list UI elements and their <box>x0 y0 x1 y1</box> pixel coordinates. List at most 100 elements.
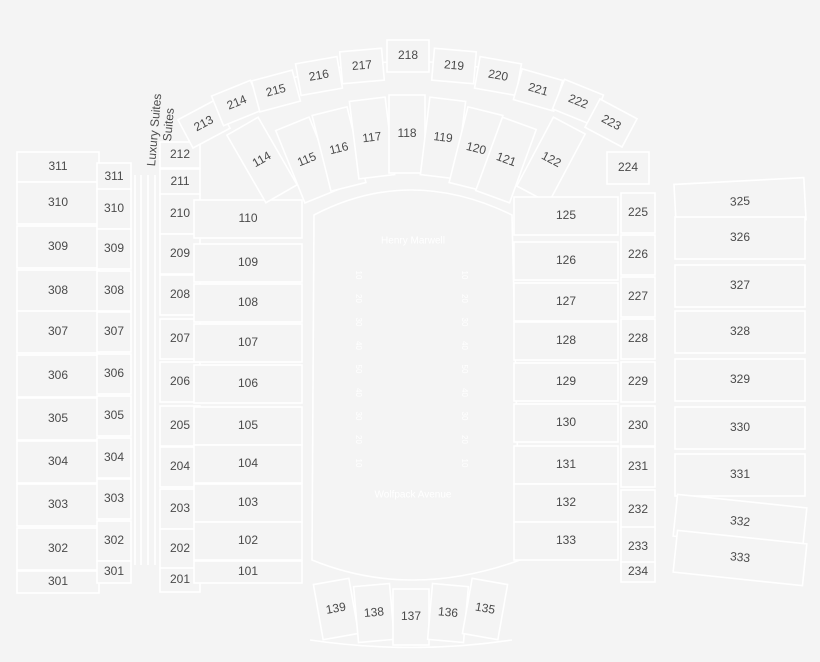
section-shape[interactable] <box>620 446 656 488</box>
section-125[interactable]: 125 <box>513 196 619 236</box>
section-230[interactable]: 230 <box>620 405 656 447</box>
section-122[interactable]: 122 <box>515 116 587 204</box>
section-shape[interactable] <box>674 264 806 308</box>
section-308[interactable]: 308 <box>96 270 132 312</box>
section-shape[interactable] <box>312 577 360 641</box>
section-107[interactable]: 107 <box>193 323 303 363</box>
section-shape[interactable] <box>672 529 808 587</box>
section-shape[interactable] <box>193 243 303 283</box>
section-326[interactable]: 326 <box>674 216 806 260</box>
section-105[interactable]: 105 <box>193 406 303 446</box>
section-shape[interactable] <box>193 364 303 404</box>
section-shape[interactable] <box>674 310 806 354</box>
section-shape[interactable] <box>674 406 806 450</box>
section-shape[interactable] <box>96 353 132 395</box>
section-325[interactable]: 325 <box>673 176 807 228</box>
section-109[interactable]: 109 <box>193 243 303 283</box>
section-301[interactable]: 301 <box>16 570 100 594</box>
section-shape[interactable] <box>96 162 132 192</box>
section-232[interactable]: 232 <box>620 489 656 531</box>
section-221[interactable]: 221 <box>512 67 564 113</box>
section-shape[interactable] <box>513 362 619 402</box>
section-shape[interactable] <box>193 521 303 561</box>
section-shape[interactable] <box>16 483 100 527</box>
section-307[interactable]: 307 <box>96 311 132 353</box>
section-shape[interactable] <box>225 116 299 204</box>
section-331[interactable]: 331 <box>674 453 806 497</box>
section-shape[interactable] <box>461 577 509 641</box>
section-shape[interactable] <box>352 582 396 644</box>
section-220[interactable]: 220 <box>473 55 523 97</box>
section-133[interactable]: 133 <box>513 521 619 561</box>
section-132[interactable]: 132 <box>513 483 619 523</box>
section-223[interactable]: 223 <box>583 97 639 149</box>
section-304[interactable]: 304 <box>96 437 132 479</box>
section-306[interactable]: 306 <box>96 353 132 395</box>
section-shape[interactable] <box>392 588 430 646</box>
section-333[interactable]: 333 <box>672 529 808 587</box>
section-shape[interactable] <box>96 437 132 479</box>
section-328[interactable]: 328 <box>674 310 806 354</box>
section-shape[interactable] <box>620 318 656 360</box>
section-231[interactable]: 231 <box>620 446 656 488</box>
section-305[interactable]: 305 <box>16 397 100 441</box>
section-228[interactable]: 228 <box>620 318 656 360</box>
section-106[interactable]: 106 <box>193 364 303 404</box>
section-222[interactable]: 222 <box>551 78 605 126</box>
section-311[interactable]: 311 <box>16 151 100 183</box>
section-shape[interactable] <box>674 358 806 402</box>
section-127[interactable]: 127 <box>513 282 619 322</box>
section-139[interactable]: 139 <box>312 577 360 641</box>
section-102[interactable]: 102 <box>193 521 303 561</box>
section-shape[interactable] <box>96 520 132 562</box>
section-shape[interactable] <box>96 228 132 270</box>
section-131[interactable]: 131 <box>513 445 619 485</box>
section-shape[interactable] <box>606 151 650 185</box>
section-211[interactable]: 211 <box>159 168 201 196</box>
section-329[interactable]: 329 <box>674 358 806 402</box>
section-shape[interactable] <box>250 69 302 113</box>
section-114[interactable]: 114 <box>225 116 299 204</box>
section-shape[interactable] <box>193 323 303 363</box>
section-shape[interactable] <box>16 310 100 354</box>
section-308[interactable]: 308 <box>16 269 100 313</box>
section-shape[interactable] <box>620 276 656 318</box>
section-shape[interactable] <box>16 440 100 484</box>
section-shape[interactable] <box>294 55 344 97</box>
section-shape[interactable] <box>620 234 656 276</box>
section-shape[interactable] <box>388 94 426 174</box>
section-shape[interactable] <box>674 453 806 497</box>
section-101[interactable]: 101 <box>193 560 303 584</box>
section-309[interactable]: 309 <box>96 228 132 270</box>
section-309[interactable]: 309 <box>16 225 100 269</box>
section-227[interactable]: 227 <box>620 276 656 318</box>
section-310[interactable]: 310 <box>16 181 100 225</box>
section-129[interactable]: 129 <box>513 362 619 402</box>
section-shape[interactable] <box>193 483 303 523</box>
section-302[interactable]: 302 <box>16 527 100 571</box>
section-330[interactable]: 330 <box>674 406 806 450</box>
section-shape[interactable] <box>96 560 132 584</box>
section-137[interactable]: 137 <box>392 588 430 646</box>
section-233[interactable]: 233 <box>620 526 656 568</box>
section-219[interactable]: 219 <box>430 47 478 85</box>
section-306[interactable]: 306 <box>16 354 100 398</box>
section-327[interactable]: 327 <box>674 264 806 308</box>
section-110[interactable]: 110 <box>193 199 303 239</box>
section-shape[interactable] <box>193 199 303 239</box>
section-shape[interactable] <box>386 39 430 73</box>
section-115[interactable]: 115 <box>274 116 340 204</box>
section-shape[interactable] <box>193 560 303 584</box>
section-304[interactable]: 304 <box>16 440 100 484</box>
section-226[interactable]: 226 <box>620 234 656 276</box>
section-310[interactable]: 310 <box>96 188 132 230</box>
section-130[interactable]: 130 <box>513 403 619 443</box>
section-shape[interactable] <box>620 561 656 583</box>
section-shape[interactable] <box>513 321 619 361</box>
section-305[interactable]: 305 <box>96 395 132 437</box>
section-shape[interactable] <box>96 478 132 520</box>
section-shape[interactable] <box>193 444 303 484</box>
section-shape[interactable] <box>513 403 619 443</box>
section-shape[interactable] <box>583 97 639 149</box>
section-135[interactable]: 135 <box>461 577 509 641</box>
